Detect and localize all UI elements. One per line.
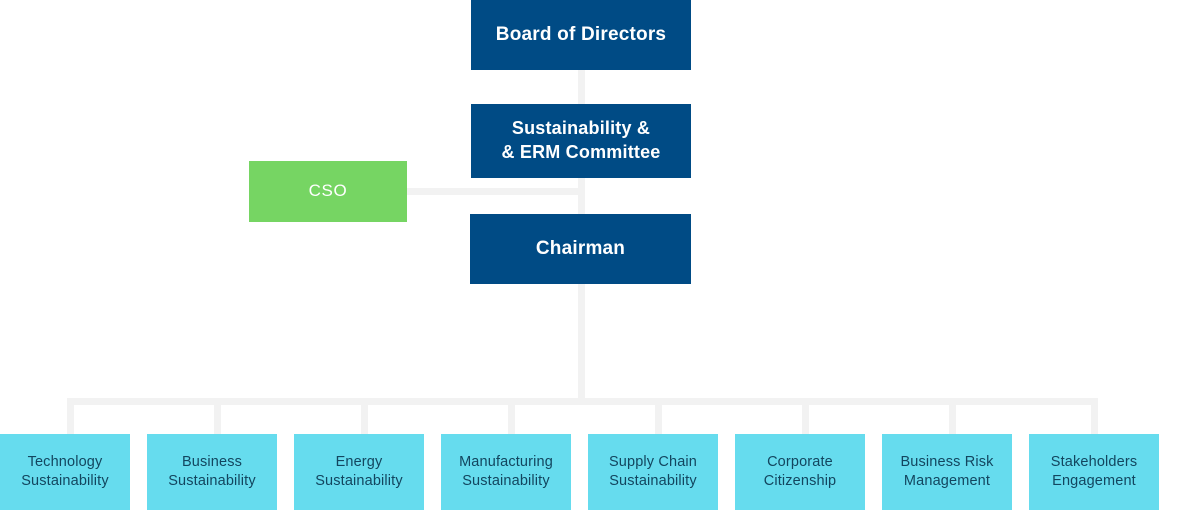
connector-drop-6	[802, 398, 809, 434]
node-sustainability-erm-committee[interactable]: Sustainability & & ERM Committee	[471, 104, 691, 178]
connector-drop-3	[361, 398, 368, 434]
node-corporate-citizenship-label: Corporate Citizenship	[763, 453, 837, 489]
node-supply-chain-sustainability-label: Supply Chain Sustainability	[608, 453, 698, 489]
connector-drop-4	[508, 398, 515, 434]
node-business-sustainability-label: Business Sustainability	[168, 453, 256, 489]
node-sustainability-erm-committee-label: Sustainability & & ERM Committee	[501, 118, 661, 162]
connector-drop-7	[949, 398, 956, 434]
node-stakeholders-engagement[interactable]: Stakeholders Engagement	[1029, 434, 1159, 510]
connector-cso-to-trunk	[407, 188, 585, 195]
node-stakeholders-engagement-label: Stakeholders Engagement	[1050, 453, 1138, 489]
node-business-risk-management[interactable]: Business Risk Management	[882, 434, 1012, 510]
connector-horizontal-bus	[67, 398, 1098, 405]
node-cso-label: CSO	[308, 181, 348, 201]
node-board-of-directors[interactable]: Board of Directors	[471, 0, 691, 70]
node-energy-sustainability[interactable]: Energy Sustainability	[294, 434, 424, 510]
connector-drop-1	[67, 398, 74, 434]
node-corporate-citizenship[interactable]: Corporate Citizenship	[735, 434, 865, 510]
connector-drop-8	[1091, 398, 1098, 434]
node-chairman-label: Chairman	[535, 238, 626, 260]
node-cso[interactable]: CSO	[249, 161, 407, 222]
node-technology-sustainability-label: Technology Sustainability	[21, 453, 109, 489]
node-manufacturing-sustainability-label: Manufacturing Sustainability	[459, 453, 553, 489]
connector-board-to-committee	[578, 70, 585, 104]
connector-committee-to-chairman	[578, 178, 585, 214]
connector-drop-5	[655, 398, 662, 434]
connector-chairman-to-bus	[578, 284, 585, 398]
node-business-sustainability[interactable]: Business Sustainability	[147, 434, 277, 510]
node-business-risk-management-label: Business Risk Management	[900, 453, 994, 489]
node-energy-sustainability-label: Energy Sustainability	[315, 453, 403, 489]
node-manufacturing-sustainability[interactable]: Manufacturing Sustainability	[441, 434, 571, 510]
connector-drop-2	[214, 398, 221, 434]
node-technology-sustainability[interactable]: Technology Sustainability	[0, 434, 130, 510]
node-chairman[interactable]: Chairman	[470, 214, 691, 284]
node-board-of-directors-label: Board of Directors	[495, 24, 667, 46]
node-supply-chain-sustainability[interactable]: Supply Chain Sustainability	[588, 434, 718, 510]
